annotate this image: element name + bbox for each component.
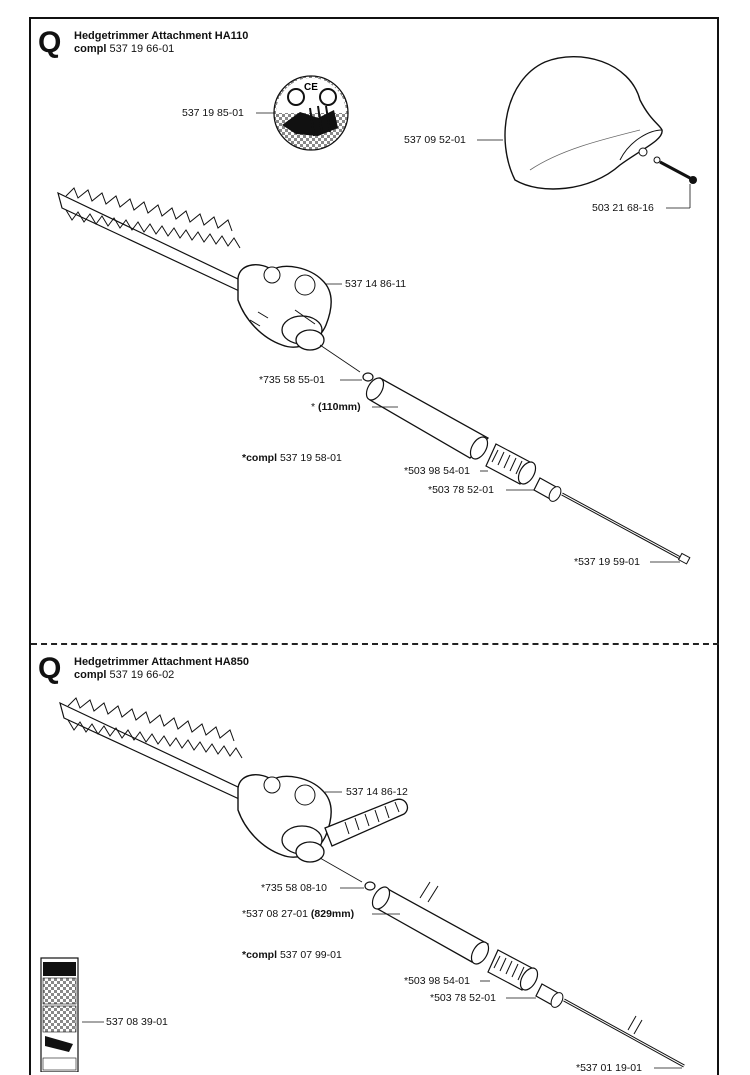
- part-number-washer: *735 58 08-10: [261, 882, 327, 894]
- kit-number: 537 07 99-01: [279, 949, 342, 961]
- drive-shaft-icon: [561, 492, 691, 565]
- compl-number: 537 19 66-01: [109, 43, 175, 55]
- kit-prefix: *compl: [242, 949, 278, 961]
- part-number-decal: 537 19 85-01: [182, 107, 244, 119]
- section-title: Hedgetrimmer Attachment HA850: [74, 656, 250, 668]
- part-number-washer: *735 58 55-01: [259, 374, 325, 386]
- bearing-icon: [487, 949, 539, 991]
- part-number-shaft: *537 19 59-01: [574, 556, 640, 568]
- part-number-gearhead: 537 14 86-11: [345, 278, 407, 290]
- part-number-decal-strip: 537 08 39-01: [106, 1016, 168, 1028]
- gearhead-icon: [237, 264, 332, 351]
- part-number-bearing: *503 98 54-01: [404, 465, 470, 477]
- decal-strip-icon: [40, 957, 79, 1072]
- warning-decal-icon: CE: [273, 75, 349, 151]
- part-number-shaft: *537 01 19-01: [576, 1062, 642, 1074]
- bushing-icon: [533, 477, 562, 502]
- section-compl: compl 537 19 66-02: [74, 669, 174, 682]
- part-kit: *compl 537 07 99-01: [242, 949, 342, 961]
- section-title: Hedgetrimmer Attachment HA110: [74, 30, 249, 42]
- section-compl: compl 537 19 66-01: [74, 43, 174, 56]
- gearhead-icon: [237, 774, 332, 863]
- cutter-bar-icon: [57, 187, 252, 298]
- washer-icon: [362, 372, 374, 382]
- part-tube: *537 08 27-01 (829mm): [242, 908, 354, 920]
- part-number-guard: 537 09 52-01: [404, 134, 466, 146]
- part-kit: *compl 537 19 58-01: [242, 452, 342, 464]
- part-tube-size: * (110mm): [311, 401, 361, 413]
- section-divider: [31, 643, 719, 645]
- bushing-icon: [535, 983, 564, 1008]
- tube-icon: [365, 377, 490, 460]
- bearing-icon: [485, 443, 537, 485]
- compl-label: compl: [74, 669, 107, 681]
- handle-icon: [324, 798, 409, 847]
- part-number-gearhead: 537 14 86-12: [346, 786, 408, 798]
- screw-icon: [653, 156, 697, 184]
- svg-text:CE: CE: [304, 82, 318, 93]
- page-frame: [29, 17, 719, 1075]
- tube-number: *537 08 27-01: [242, 908, 308, 920]
- kit-number: 537 19 58-01: [279, 452, 342, 464]
- guard-icon: [504, 55, 663, 190]
- tube-size: (110mm): [318, 401, 361, 413]
- section-letter: Q: [38, 26, 62, 59]
- compl-number: 537 19 66-02: [109, 669, 175, 681]
- part-number-bearing: *503 98 54-01: [404, 975, 470, 987]
- part-number-bushing: *503 78 52-01: [430, 992, 496, 1004]
- part-number-bushing: *503 78 52-01: [428, 484, 494, 496]
- drive-shaft-icon: [563, 998, 685, 1068]
- part-number-screw: 503 21 68-16: [592, 202, 654, 214]
- section-letter: Q: [38, 652, 62, 685]
- kit-prefix: *compl: [242, 452, 278, 464]
- compl-label: compl: [74, 43, 107, 55]
- washer-icon: [364, 881, 376, 891]
- tube-star: *: [311, 401, 316, 413]
- cutter-bar-icon: [59, 697, 252, 806]
- tube-icon: [371, 881, 490, 965]
- tube-size: (829mm): [310, 908, 355, 920]
